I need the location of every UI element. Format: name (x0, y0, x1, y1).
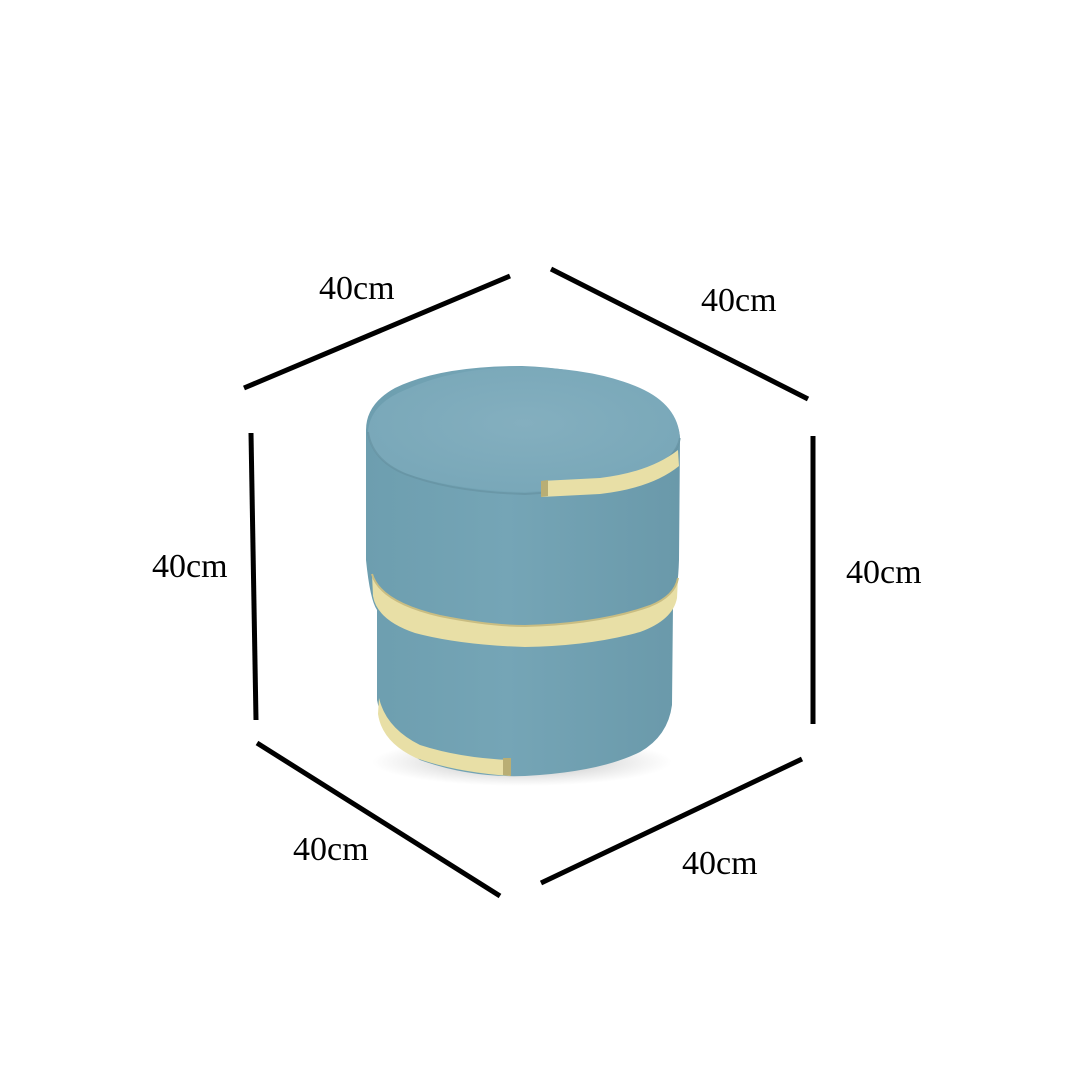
pouf-top (368, 367, 680, 492)
dim-label-top-left: 40cm (319, 270, 395, 307)
pouf-trim-top (541, 450, 679, 497)
dim-line-top-left (243, 273, 511, 391)
pouf-trim-bottom-end (503, 758, 511, 776)
dim-label-right: 40cm (846, 554, 922, 591)
pouf-trim-top-end (541, 480, 548, 497)
dim-label-left: 40cm (152, 548, 228, 585)
pouf-trim-bottom (378, 698, 510, 776)
pouf-trim-middle (372, 574, 678, 647)
dim-line-bottom-left (255, 740, 502, 899)
dim-line-top-right (549, 266, 810, 402)
dim-label-top-right: 40cm (701, 282, 777, 319)
pouf-trim-middle-shade (371, 573, 679, 628)
dimension-labels: 40cm 40cm 40cm 40cm 40cm 40cm (152, 270, 922, 882)
dim-label-bottom-right: 40cm (682, 845, 758, 882)
dim-label-bottom-left: 40cm (293, 831, 369, 868)
dim-line-left (248, 432, 259, 721)
dim-line-bottom-right (539, 756, 804, 886)
dimension-lines (243, 266, 816, 899)
pouf-image (366, 366, 681, 786)
